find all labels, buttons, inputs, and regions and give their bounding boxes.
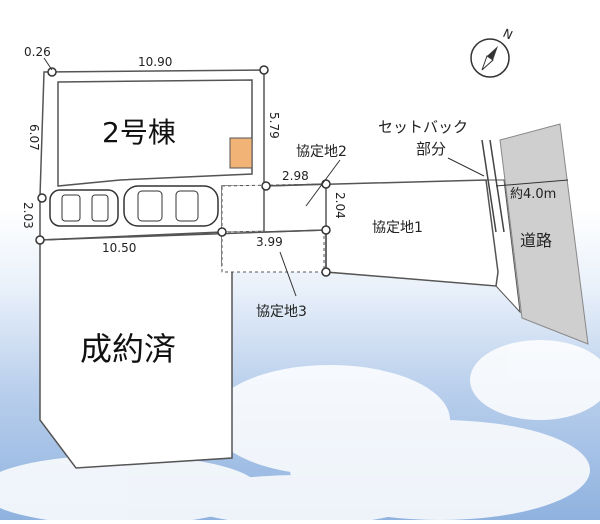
- leader-agreement3: [279, 251, 297, 297]
- dim-top: 10.90: [138, 55, 172, 69]
- road-width-label: 約4.0m: [510, 187, 556, 202]
- building-2: [57, 79, 253, 187]
- lot-boundary: [39, 229, 327, 241]
- dim-left-upper: 6.07: [27, 124, 41, 151]
- dim-left-lower: 2.03: [21, 202, 35, 229]
- setback-label-line1: セットバック: [378, 118, 468, 136]
- dim-agreement3-width: 3.99: [256, 235, 283, 249]
- compass-n-label: N: [501, 26, 515, 42]
- road-width-line: [495, 179, 569, 187]
- clouds: [0, 340, 600, 524]
- building-label: 2号棟: [102, 116, 176, 149]
- dim-agreement2-height: 2.04: [333, 192, 347, 219]
- compass-icon: N: [470, 26, 515, 78]
- dim-right-building: 5.79: [267, 112, 281, 139]
- dim-top-corner: 0.26: [24, 45, 51, 59]
- road: [499, 123, 589, 345]
- sold-label: 成約済: [80, 330, 176, 368]
- road-label: 道路: [520, 231, 552, 250]
- dim-agreement2-width: 2.98: [282, 169, 309, 183]
- car-1: [49, 189, 119, 227]
- leader-top-corner: [43, 57, 53, 71]
- setback-label-line2: 部分: [416, 140, 446, 158]
- agreement2-label: 協定地2: [296, 144, 347, 160]
- meter-box: [229, 137, 253, 169]
- lot-boundary-2: [263, 183, 327, 187]
- agreement1-label: 協定地1: [372, 220, 423, 236]
- setback-line-1: [481, 139, 497, 233]
- agreement3-label: 協定地3: [256, 304, 307, 320]
- car-2: [123, 185, 219, 227]
- survey-points: [35, 65, 331, 277]
- leader-agreement2: [305, 159, 341, 207]
- leader-setback: [447, 157, 485, 177]
- dim-bottom-parking: 10.50: [102, 241, 136, 255]
